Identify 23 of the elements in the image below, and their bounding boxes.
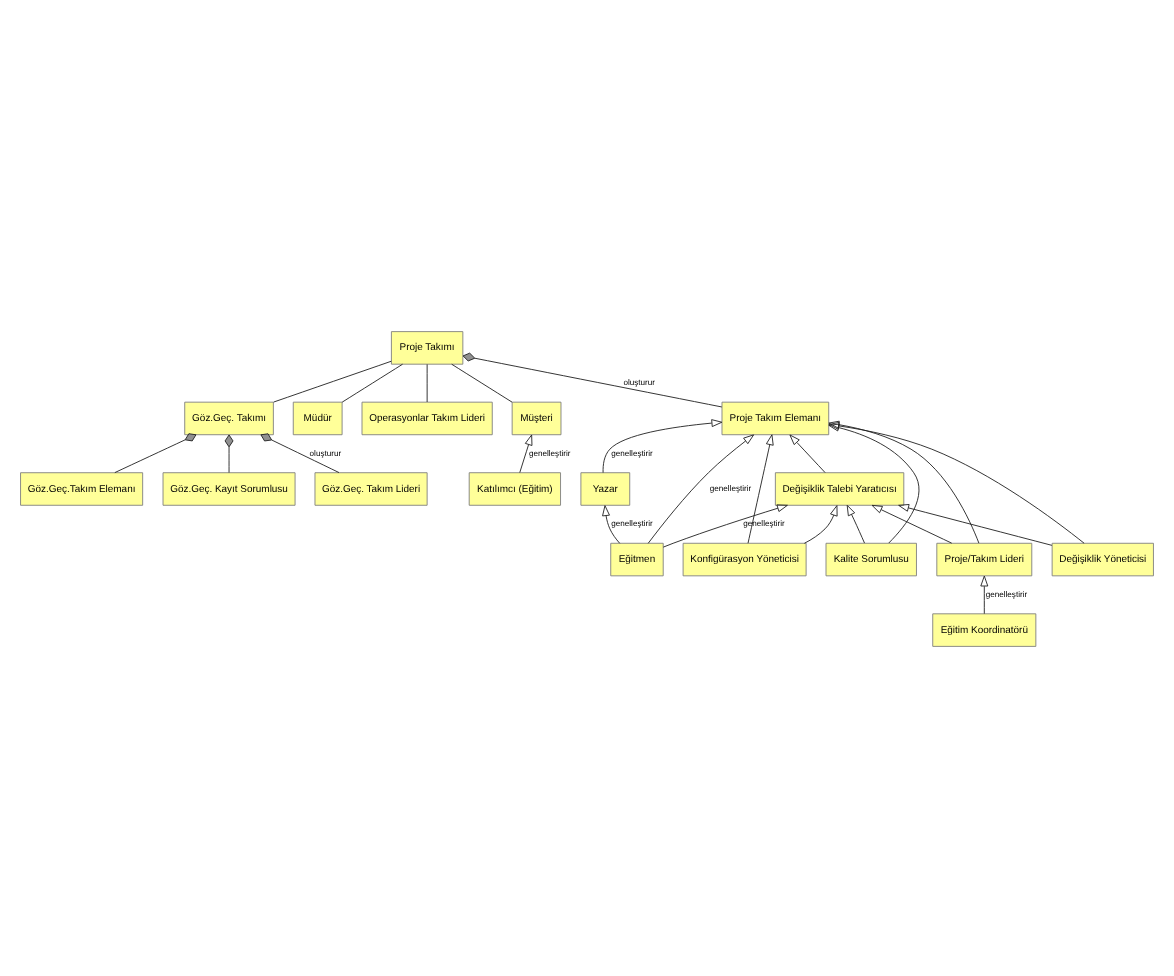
arrow bbox=[647, 433, 755, 543]
arrow bbox=[828, 422, 920, 543]
connector bbox=[273, 359, 392, 402]
arrow bbox=[980, 574, 989, 614]
arrow bbox=[662, 503, 788, 547]
connector bbox=[224, 433, 234, 472]
connector bbox=[114, 432, 197, 473]
arrow bbox=[789, 433, 826, 472]
arrow bbox=[871, 503, 953, 543]
arrow bbox=[747, 433, 774, 543]
arrow bbox=[602, 504, 621, 543]
connector bbox=[260, 432, 340, 473]
connector bbox=[451, 362, 513, 402]
arrow bbox=[828, 420, 1085, 543]
arrow bbox=[803, 504, 838, 543]
arrow bbox=[519, 433, 533, 472]
connector bbox=[341, 362, 403, 402]
connector bbox=[462, 351, 723, 407]
arrow bbox=[602, 418, 723, 473]
arrow bbox=[898, 503, 1053, 545]
arrow bbox=[846, 503, 865, 543]
connector bbox=[426, 362, 428, 402]
arrow bbox=[828, 419, 980, 543]
